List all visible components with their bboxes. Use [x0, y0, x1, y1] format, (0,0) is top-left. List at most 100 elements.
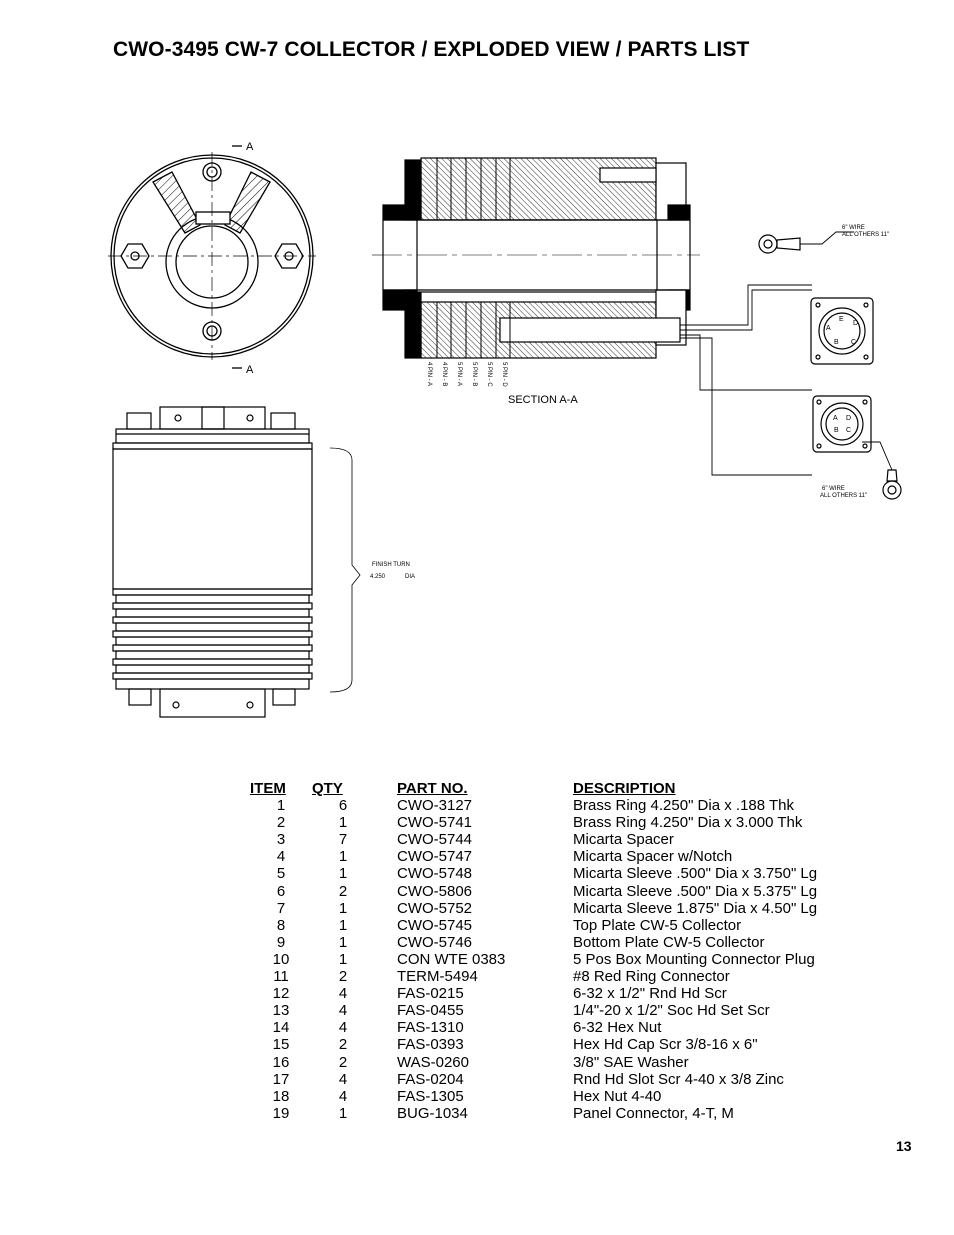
page-number: 13 [896, 1138, 912, 1154]
svg-text:DIA: DIA [405, 574, 415, 580]
item-cell: 4 [276, 848, 286, 866]
end-view [108, 145, 316, 369]
description-cell: Brass Ring 4.250" Dia x 3.000 Thk [573, 814, 803, 832]
qty-cell: 7 [338, 831, 348, 849]
part-no-cell: FAS-1310 [397, 1019, 464, 1037]
part-no-cell: FAS-0215 [397, 985, 464, 1003]
part-no-cell: CWO-3127 [397, 797, 473, 815]
table-row: 5 1 CWO-5748 Micarta Sleeve .500" Dia x 3.7… [250, 865, 853, 882]
qty-cell: 1 [338, 950, 348, 968]
svg-text:5 PIN - A: 5 PIN - A [456, 362, 462, 386]
part-no-cell: FAS-1305 [397, 1087, 464, 1105]
description-cell: Bottom Plate CW-5 Collector [573, 933, 765, 951]
part-no-cell: CWO-5747 [397, 848, 473, 866]
item-cell: 13 [272, 1002, 290, 1020]
part-no-cell: WAS-0260 [397, 1053, 469, 1071]
header-item: ITEM [250, 780, 286, 797]
qty-cell: 2 [338, 882, 348, 900]
qty-cell: 2 [338, 1036, 348, 1054]
svg-text:A: A [833, 415, 838, 422]
qty-cell: 1 [338, 916, 348, 934]
qty-cell: 4 [338, 985, 348, 1003]
parts-table-body: 1 6 CWO-3127 Brass Ring 4.250" Dia x .188 T… [250, 797, 853, 1122]
qty-cell: 1 [338, 933, 348, 951]
item-cell: 8 [276, 916, 286, 934]
item-cell: 2 [276, 814, 286, 832]
svg-text:E: E [839, 316, 844, 323]
page-title: CWO-3495 CW-7 COLLECTOR / EXPLODED VIEW … [113, 38, 750, 61]
qty-cell: 1 [338, 814, 348, 832]
svg-text:B: B [834, 427, 839, 434]
svg-text:FINISH TURN: FINISH TURN [372, 562, 410, 568]
qty-cell: 4 [338, 1087, 348, 1105]
description-cell: Micarta Spacer w/Notch [573, 848, 733, 866]
svg-text:ALL OTHERS 11": ALL OTHERS 11" [820, 493, 867, 499]
ring-terminal-top [758, 234, 801, 254]
description-cell: 5 Pos Box Mounting Connector Plug [573, 950, 815, 968]
svg-text:B: B [834, 339, 839, 346]
section-marker-bottom: A [246, 364, 254, 376]
svg-text:C: C [851, 339, 856, 346]
header-description: DESCRIPTION [573, 780, 676, 797]
part-no-cell: CWO-5748 [397, 865, 473, 883]
svg-text:A: A [826, 325, 831, 332]
item-cell: 6 [276, 882, 286, 900]
part-no-cell: FAS-0455 [397, 1002, 464, 1020]
item-cell: 7 [276, 899, 286, 917]
item-cell: 18 [272, 1087, 290, 1105]
description-cell: Hex Hd Cap Scr 3/8-16 x 6" [573, 1036, 758, 1054]
item-cell: 19 [272, 1104, 290, 1122]
qty-cell: 2 [338, 1053, 348, 1071]
description-cell: Micarta Sleeve 1.875" Dia x 4.50" Lg [573, 899, 818, 917]
part-no-cell: CWO-5744 [397, 831, 473, 849]
connector-5-pin [810, 297, 874, 365]
table-row: 9 1 CWO-5746 Bottom Plate CW-5 Collector [250, 934, 853, 951]
table-row: 2 1 CWO-5741 Brass Ring 4.250" Dia x 3.000 … [250, 814, 853, 831]
description-cell: Brass Ring 4.250" Dia x .188 Thk [573, 797, 794, 815]
description-cell: Top Plate CW-5 Collector [573, 916, 742, 934]
svg-text:ALL OTHERS 11": ALL OTHERS 11" [842, 232, 889, 238]
qty-cell: 1 [338, 865, 348, 883]
svg-text:6" WIRE: 6" WIRE [822, 486, 845, 492]
svg-text:4 PIN - A: 4 PIN - A [426, 362, 432, 386]
part-no-cell: CWO-5741 [397, 814, 473, 832]
qty-cell: 1 [338, 1104, 348, 1122]
ring-labels: 4 PIN - A 4 PIN - B 5 PIN - A 5 PIN - B … [426, 362, 507, 387]
item-cell: 15 [272, 1036, 290, 1054]
qty-cell: 4 [338, 1070, 348, 1088]
parts-table: ITEM QTY PART NO. DESCRIPTION 1 6 CWO-3127… [250, 780, 853, 1122]
description-cell: Micarta Sleeve .500" Dia x 3.750" Lg [573, 865, 818, 883]
svg-text:C: C [846, 427, 851, 434]
exploded-view-drawing: A A [108, 141, 902, 718]
item-cell: 9 [276, 933, 286, 951]
svg-text:5 PIN - C: 5 PIN - C [486, 362, 492, 387]
item-cell: 5 [276, 865, 286, 883]
svg-text:4 PIN - B: 4 PIN - B [441, 362, 447, 386]
item-cell: 10 [272, 950, 290, 968]
description-cell: 6-32 x 1/2" Rnd Hd Scr [573, 985, 727, 1003]
part-no-cell: FAS-0393 [397, 1036, 464, 1054]
part-no-cell: CON WTE 0383 [397, 950, 506, 968]
connector-4-pin [812, 395, 872, 453]
table-row: 6 2 CWO-5806 Micarta Sleeve .500" Dia x 5.3… [250, 883, 853, 900]
header-part-no: PART NO. [397, 780, 468, 797]
description-cell: Rnd Hd Slot Scr 4-40 x 3/8 Zinc [573, 1070, 784, 1088]
qty-cell: 1 [338, 899, 348, 917]
part-no-cell: CWO-5746 [397, 933, 473, 951]
description-cell: Micarta Sleeve .500" Dia x 5.375" Lg [573, 882, 818, 900]
svg-text:D: D [846, 415, 851, 422]
header-qty: QTY [312, 780, 343, 797]
svg-text:4.250: 4.250 [370, 574, 386, 580]
qty-cell: 4 [338, 1019, 348, 1037]
section-view [372, 157, 893, 476]
description-cell: 6-32 Hex Nut [573, 1019, 662, 1037]
part-no-cell: CWO-5806 [397, 882, 473, 900]
table-row: 15 2 FAS-0393 Hex Hd Cap Scr 3/8-16 x 6" [250, 1036, 853, 1053]
